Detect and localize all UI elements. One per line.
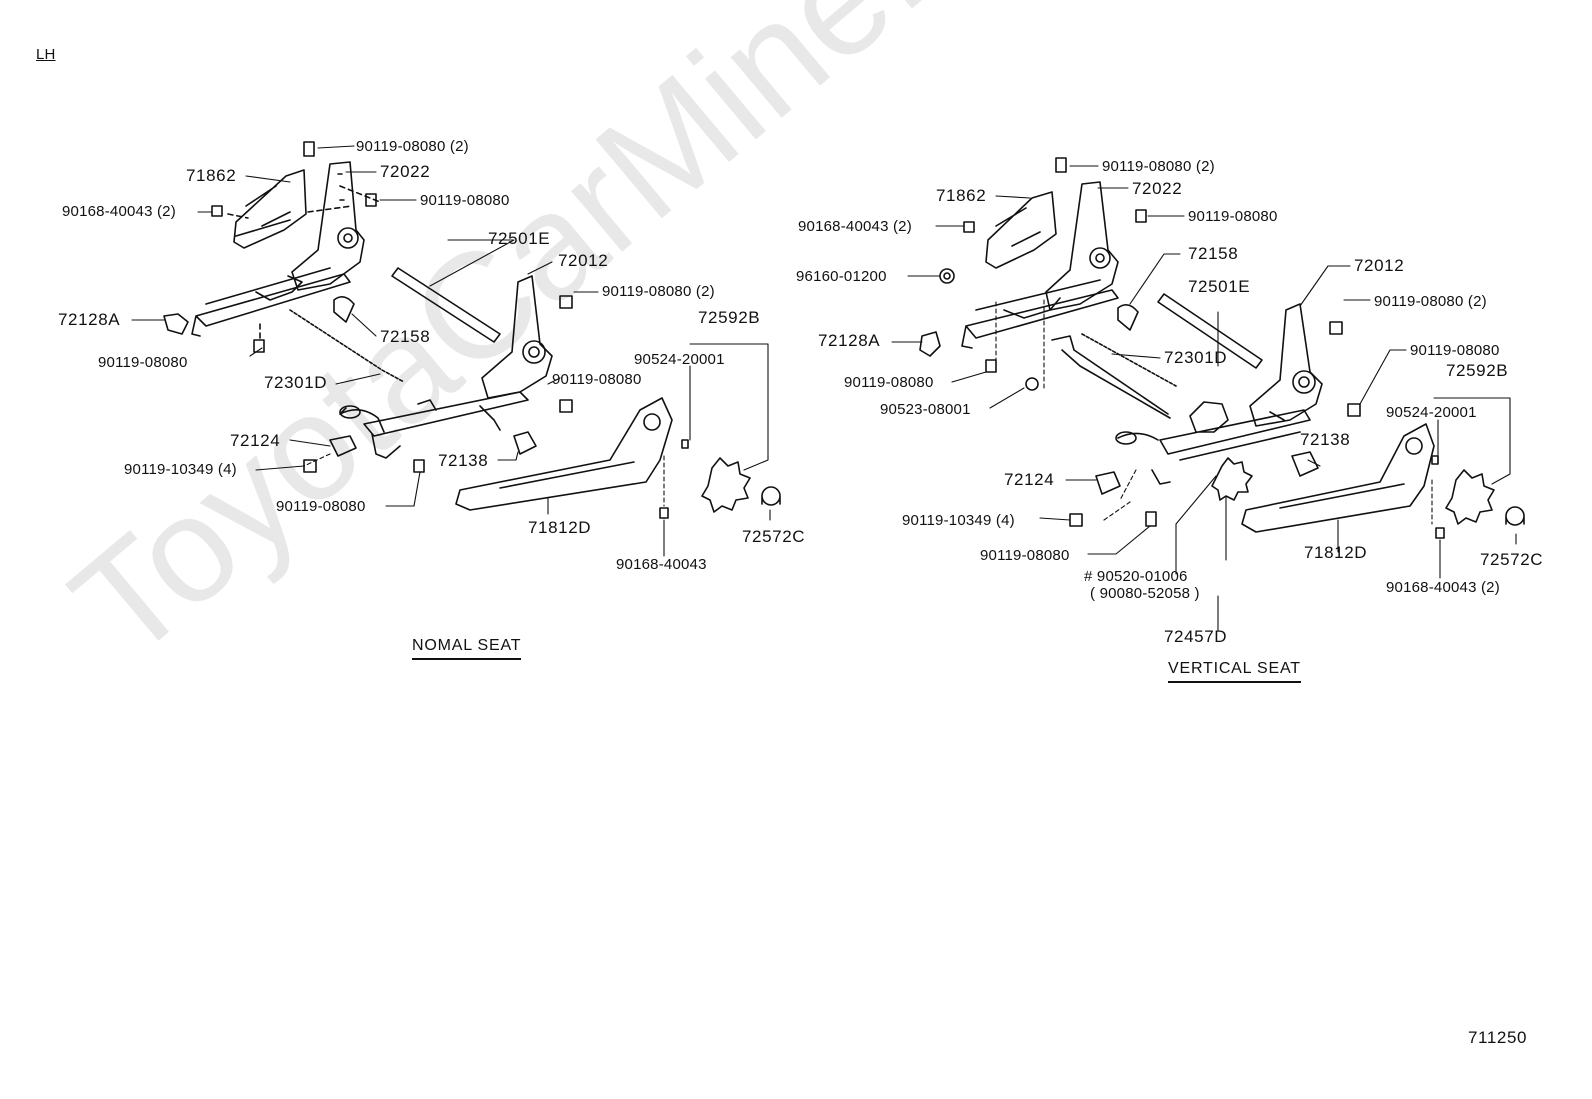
part-71812Dv-shield xyxy=(1241,423,1435,533)
vertical-lower-track xyxy=(1159,401,1311,455)
label-normal-p6: 72501E xyxy=(488,229,551,248)
label-vertical-q20: 90119-10349 (4) xyxy=(902,512,1015,529)
part-71862v-cover xyxy=(985,191,1057,269)
label-vertical-q9: 72012 xyxy=(1354,256,1405,275)
label-normal-p20: 71812D xyxy=(528,518,592,537)
part-72022-bracket xyxy=(291,161,365,291)
part-72301Dv-rod xyxy=(1051,335,1171,419)
normal-bolts xyxy=(211,141,689,519)
part-72138-bracket xyxy=(513,431,537,455)
label-normal-p12: 90119-08080 xyxy=(98,354,188,371)
label-normal-p5: 90168-40043 (2) xyxy=(62,203,176,220)
label-vertical-q27: 72457D xyxy=(1164,627,1228,646)
vertical-bolts xyxy=(963,157,1445,539)
label-vertical-q6: 72158 xyxy=(1188,244,1239,263)
label-vertical-q25: ( 90080-52058 ) xyxy=(1090,585,1200,602)
part-72572C-cap xyxy=(761,486,781,506)
vertical-upper-track xyxy=(961,279,1119,349)
label-vertical-q12: 72301D xyxy=(1164,348,1228,367)
part-96160-washer xyxy=(939,268,955,284)
part-72501E-bar xyxy=(391,267,501,343)
label-normal-p9: 72128A xyxy=(58,310,121,329)
label-normal-p18: 90119-10349 (4) xyxy=(124,461,237,478)
part-72012-arm xyxy=(481,275,553,399)
label-vertical-q19: 72124 xyxy=(1004,470,1055,489)
label-vertical-q16: 90523-08001 xyxy=(880,401,971,418)
label-vertical-q18: 72138 xyxy=(1300,430,1351,449)
label-vertical-q17: 90524-20001 xyxy=(1386,404,1477,421)
label-vertical-q14: 90119-08080 xyxy=(844,374,934,391)
label-normal-p21: 72572C xyxy=(742,527,806,546)
label-normal-p15: 90119-08080 xyxy=(552,371,642,388)
part-72592B-knob xyxy=(701,457,751,513)
label-vertical-q1: 90119-08080 (2) xyxy=(1102,158,1215,175)
part-72572Cv-cap xyxy=(1505,506,1525,526)
label-vertical-q22: 90119-08080 xyxy=(980,547,1070,564)
part-72592Bv-knob xyxy=(1445,469,1495,525)
part-72128Av-cap xyxy=(919,331,941,357)
label-normal-p4: 90119-08080 xyxy=(420,192,510,209)
part-72124-bracket xyxy=(329,435,357,457)
label-normal-p10: 72158 xyxy=(380,327,431,346)
part-72158-clip xyxy=(333,296,355,323)
part-72012v-arm xyxy=(1249,303,1323,427)
part-72124v-bracket xyxy=(1095,471,1121,495)
part-72158v-clip xyxy=(1117,304,1139,331)
side-label: LH xyxy=(36,46,56,63)
label-vertical-q5: 90168-40043 (2) xyxy=(798,218,912,235)
part-72128A-cap xyxy=(163,313,189,335)
label-normal-p8: 90119-08080 (2) xyxy=(602,283,715,300)
normal-release-lever xyxy=(339,407,385,433)
label-vertical-q8: 72501E xyxy=(1188,277,1251,296)
vertical-release-lever xyxy=(1117,432,1159,441)
label-vertical-q4: 90119-08080 xyxy=(1188,208,1278,225)
label-normal-p14: 72301D xyxy=(264,373,328,392)
label-normal-p17: 72138 xyxy=(438,451,489,470)
label-vertical-q24: # 90520-01006 xyxy=(1084,568,1188,585)
label-vertical-q13: 90119-08080 xyxy=(1410,342,1500,359)
part-72501Ev-bar xyxy=(1157,293,1263,369)
label-vertical-q21: 71812D xyxy=(1304,543,1368,562)
label-normal-p11: 72592B xyxy=(698,308,761,327)
label-normal-p19: 90119-08080 xyxy=(276,498,366,515)
part-72457D-knob xyxy=(1211,457,1253,501)
label-normal-p13: 90524-20001 xyxy=(634,351,725,368)
label-normal-p3: 71862 xyxy=(186,166,237,185)
label-normal-p7: 72012 xyxy=(558,251,609,270)
vertical-seat-title: VERTICAL SEAT xyxy=(1168,660,1301,683)
normal-seat-assembly xyxy=(131,141,781,557)
label-normal-p2: 72022 xyxy=(380,162,431,181)
part-72138v-bracket xyxy=(1291,451,1319,477)
label-vertical-q11: 72128A xyxy=(818,331,881,350)
label-vertical-q26: 90168-40043 (2) xyxy=(1386,579,1500,596)
part-72301D-rod xyxy=(289,309,405,383)
label-vertical-q3: 71862 xyxy=(936,186,987,205)
label-vertical-q7: 96160-01200 xyxy=(796,268,887,285)
part-90523-clip xyxy=(1025,377,1039,391)
label-vertical-q10: 90119-08080 (2) xyxy=(1374,293,1487,310)
label-normal-p1: 90119-08080 (2) xyxy=(356,138,469,155)
normal-lower-rail xyxy=(191,267,351,337)
part-71812D-shield xyxy=(455,397,673,511)
normal-main-track xyxy=(363,391,529,459)
part-71862-cover xyxy=(233,169,307,249)
vertical-seat-assembly xyxy=(891,157,1525,631)
label-vertical-q15: 72592B xyxy=(1446,361,1509,380)
label-vertical-q23: 72572C xyxy=(1480,550,1544,569)
figure-number: 711250 xyxy=(1468,1028,1528,1047)
label-normal-p16: 72124 xyxy=(230,431,281,450)
label-normal-p22: 90168-40043 xyxy=(616,556,707,573)
recliner-hub xyxy=(337,227,359,249)
normal-seat-title: NOMAL SEAT xyxy=(412,637,522,660)
label-vertical-q2: 72022 xyxy=(1132,179,1183,198)
